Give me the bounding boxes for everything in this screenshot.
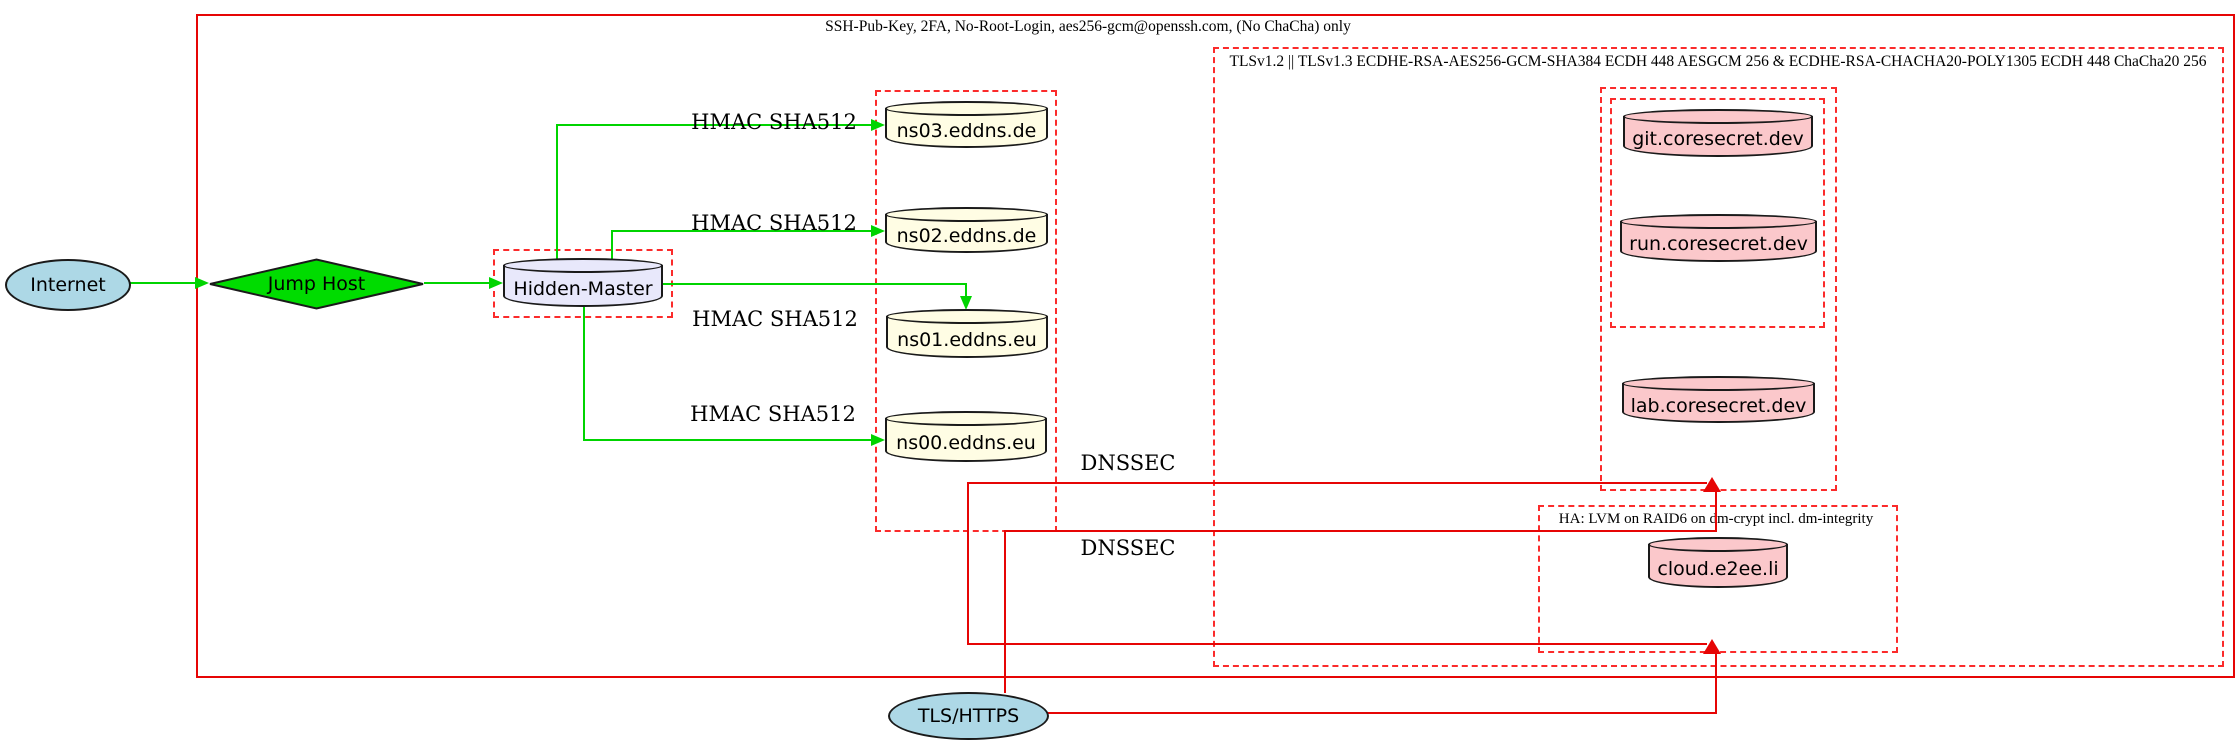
arrowhead-hm-ns03: [871, 119, 885, 131]
edge-label-hmac-ns00: HMAC SHA512: [690, 402, 856, 426]
node-ns01-label: ns01.eddns.eu: [897, 328, 1037, 351]
node-tls-https-label: TLS/HTTPS: [917, 705, 1020, 727]
node-ns00: ns00.eddns.eu: [885, 411, 1047, 462]
node-git-label: git.coresecret.dev: [1632, 128, 1804, 150]
edge-hm-ns00-vertical: [583, 307, 585, 441]
cylinder-top: [885, 101, 1048, 116]
edge-hm-ns00-horizontal: [583, 439, 872, 441]
arrowhead-hm-ns00: [871, 434, 885, 446]
arrowhead-internet-jumphost: [195, 277, 209, 289]
edge-label-hmac-ns03: HMAC SHA512: [691, 110, 857, 134]
edge-dnssec1-vertical: [967, 482, 969, 645]
cylinder-top: [1623, 109, 1813, 124]
edge-internet-jumphost: [129, 282, 197, 284]
edge-tls-coresecret-horizontal: [1004, 530, 1717, 532]
node-ns03-label: ns03.eddns.de: [896, 119, 1037, 142]
node-run: run.coresecret.dev: [1620, 214, 1817, 262]
node-jump-host-label: Jump Host: [267, 273, 366, 295]
edge-tls-cloud-vertical: [1715, 653, 1717, 714]
edge-tls-coresecret-vertical-arrow: [1715, 491, 1717, 532]
node-tls-https: TLS/HTTPS: [888, 692, 1049, 740]
edge-hm-ns01-horizontal: [663, 283, 967, 285]
node-git: git.coresecret.dev: [1623, 109, 1813, 157]
node-ns02-label: ns02.eddns.de: [896, 225, 1037, 247]
arrowhead-hm-ns02: [871, 225, 885, 237]
node-lab-label: lab.coresecret.dev: [1630, 394, 1807, 417]
node-run-label: run.coresecret.dev: [1629, 233, 1808, 255]
node-cloud-label: cloud.e2ee.li: [1657, 557, 1779, 580]
edge-hm-ns03-horizontal: [556, 124, 872, 126]
cluster-tls-zone: [1213, 47, 2224, 667]
node-internet: Internet: [5, 259, 131, 311]
edge-label-hmac-ns02: HMAC SHA512: [691, 211, 857, 235]
cylinder-body: [885, 108, 1048, 148]
node-lab: lab.coresecret.dev: [1622, 376, 1815, 423]
cylinder-top: [886, 309, 1048, 324]
cylinder-top: [885, 207, 1048, 222]
node-ns00-label: ns00.eddns.eu: [896, 431, 1036, 454]
edge-hm-ns02-vertical: [611, 230, 613, 260]
edge-label-hmac-ns01: HMAC SHA512: [692, 307, 858, 331]
edge-hm-ns03-vertical: [556, 124, 558, 260]
cylinder-top: [1622, 376, 1815, 391]
cylinder-top: [885, 411, 1047, 426]
arrowhead-into-ha-cluster: [1703, 639, 1721, 654]
edge-tls-cloud-horizontal: [1045, 712, 1717, 714]
edge-hm-ns01-vertical: [965, 283, 967, 297]
edge-dnssec1-horizontal: [967, 482, 1707, 484]
cluster-ns-zone: [875, 90, 1057, 532]
edge-dnssec2-horizontal: [967, 643, 1707, 645]
cluster-ssh-zone: [196, 14, 2235, 678]
edge-label-dnssec-1: DNSSEC: [1080, 451, 1176, 475]
node-jump-host: Jump Host: [209, 258, 424, 310]
diamond-shape: [209, 258, 424, 310]
arrowhead-hm-ns01: [960, 296, 972, 310]
cluster-ssh-zone-label: SSH-Pub-Key, 2FA, No-Root-Login, aes256-…: [825, 18, 1351, 35]
edge-tls-coresecret-vertical-up: [1004, 530, 1006, 693]
node-hidden-master: Hidden-Master: [503, 258, 663, 307]
cluster-tls-zone-label: TLSv1.2 || TLSv1.3 ECDHE-RSA-AES256-GCM-…: [1229, 53, 2207, 70]
cylinder-top: [1620, 214, 1817, 229]
node-ns01: ns01.eddns.eu: [886, 309, 1048, 358]
cylinder-top: [1648, 537, 1788, 552]
node-internet-label: Internet: [30, 274, 106, 296]
node-ns02: ns02.eddns.de: [885, 207, 1048, 253]
cluster-coresecret-inner-zone: [1610, 98, 1825, 328]
node-ns03: ns03.eddns.de: [885, 101, 1048, 148]
edge-hm-ns02-horizontal: [611, 230, 872, 232]
node-hidden-master-label: Hidden-Master: [513, 277, 653, 300]
cylinder-top: [503, 258, 663, 273]
arrowhead-jumphost-hiddenmaster: [489, 277, 503, 289]
arrowhead-into-coresecret-cluster: [1703, 477, 1721, 492]
node-cloud: cloud.e2ee.li: [1648, 537, 1788, 588]
edge-jumphost-hiddenmaster: [424, 282, 490, 284]
edge-label-dnssec-2: DNSSEC: [1080, 536, 1176, 560]
